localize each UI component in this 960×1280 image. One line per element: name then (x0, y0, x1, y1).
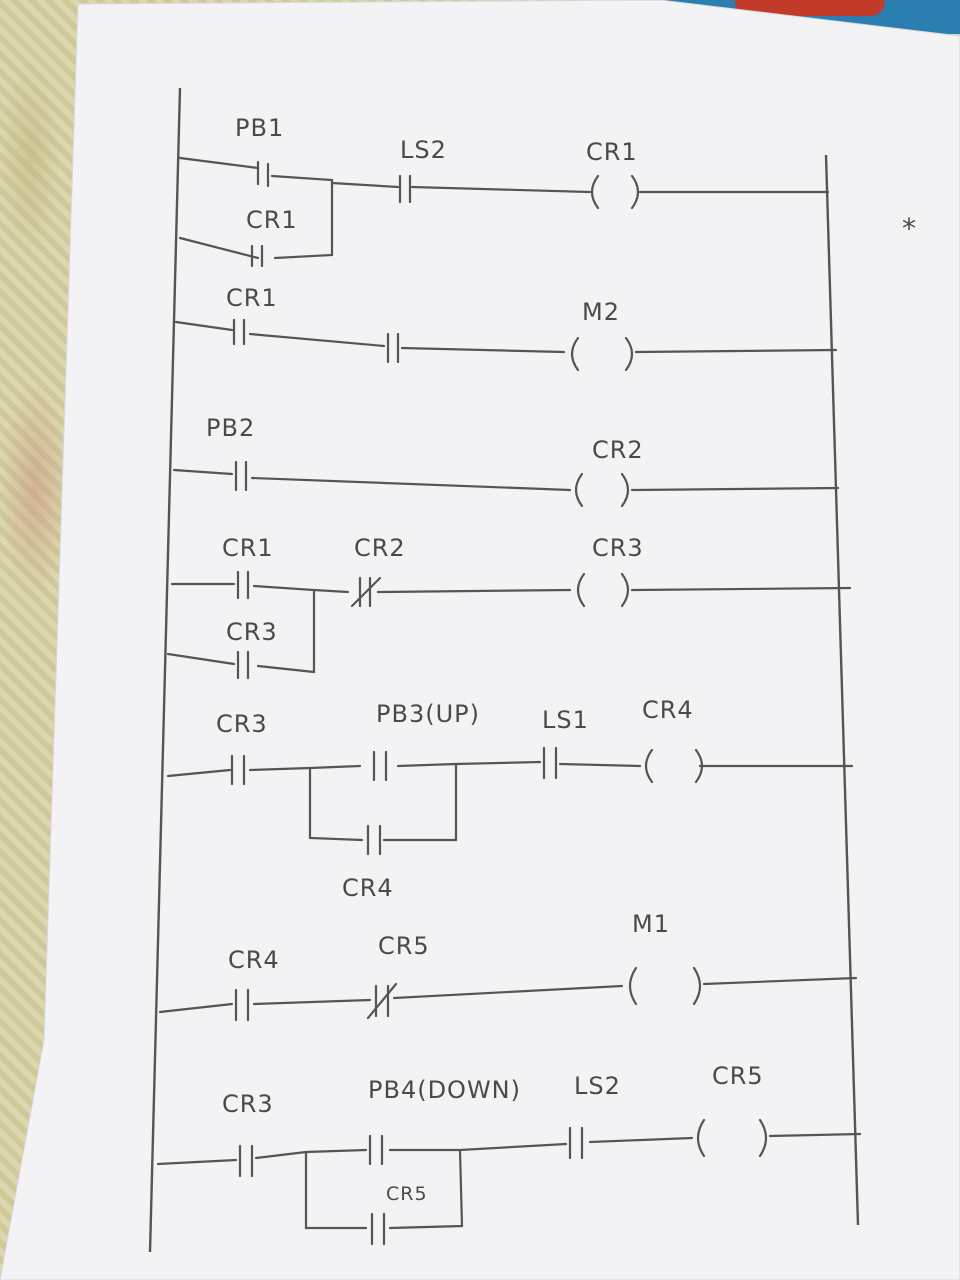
coil-cr5 (696, 1118, 768, 1158)
label-cr3-rung7: CR3 (222, 1090, 274, 1118)
label-coil-cr3: CR3 (592, 534, 644, 562)
label-pb3-up: PB3(UP) (376, 700, 480, 728)
rung-1: PB1 CR1 LS2 CR1 (178, 114, 830, 268)
label-cr5-nc: CR5 (378, 932, 430, 960)
label-ls2-rung7: LS2 (574, 1072, 621, 1100)
contact-no-cr1-seal (250, 244, 264, 268)
contact-no-cr1-rung4 (236, 570, 250, 600)
rung-6: CR4 CR5 M1 (158, 910, 858, 1022)
label-ls1: LS1 (542, 706, 589, 734)
contact-no-cr4 (234, 988, 250, 1022)
rung-5: CR3 PB3(UP) CR4 LS1 CR4 (166, 696, 854, 902)
rung-3: PB2 CR2 (172, 414, 840, 508)
contact-no-cr5-seal (370, 1212, 386, 1246)
contact-no-cr1 (232, 318, 246, 346)
coil-cr1 (590, 174, 640, 210)
label-pb4-down: PB4(DOWN) (368, 1076, 521, 1104)
left-power-rail (148, 87, 182, 1253)
label-cr2-nc: CR2 (354, 534, 406, 562)
label-coil-cr4: CR4 (642, 696, 694, 724)
contact-no-pb1 (256, 160, 270, 188)
label-cr1-seal: CR1 (246, 206, 298, 234)
label-cr4-rung6: CR4 (228, 946, 280, 974)
right-power-rail (824, 154, 860, 1226)
contact-no-pb4-down (368, 1134, 384, 1166)
contact-no-cr3-seal (236, 650, 250, 680)
rung-2: CR1 M2 (174, 284, 838, 372)
label-cr5-seal: CR5 (386, 1183, 428, 1205)
label-pb2: PB2 (206, 414, 255, 442)
label-coil-cr1: CR1 (586, 138, 638, 166)
fabric-stain (0, 60, 60, 260)
rung-7: CR3 PB4(DOWN) CR5 LS2 CR5 (156, 1062, 862, 1246)
label-cr3-rung5: CR3 (216, 710, 268, 738)
label-coil-cr5: CR5 (712, 1062, 764, 1090)
coil-cr4 (644, 748, 704, 784)
contact-no-pb2 (234, 460, 248, 492)
contact-no-cr3-rung7 (238, 1144, 254, 1178)
label-cr4-seal: CR4 (342, 874, 394, 902)
label-ls2: LS2 (400, 136, 447, 164)
contact-no-ls1 (542, 746, 558, 780)
contact-no-ls2 (398, 174, 412, 204)
contact-nc-cr2 (350, 576, 382, 608)
contact-no-ls2-rung7 (568, 1126, 584, 1160)
coil-cr2 (574, 472, 630, 508)
contact-no-pb3-up (372, 750, 388, 782)
book-brand-logo (735, 0, 885, 16)
label-coil-m1: M1 (632, 910, 670, 938)
label-coil-cr2: CR2 (592, 436, 644, 464)
label-cr1-rung4: CR1 (222, 534, 274, 562)
label-coil-m2: M2 (582, 298, 620, 326)
contact-no-cr3-rung5 (230, 754, 246, 786)
fabric-stain (0, 380, 70, 600)
label-pb1: PB1 (235, 114, 284, 142)
contact-no-unlabeled (386, 332, 400, 364)
rung-4: CR1 CR3 CR2 CR3 (166, 534, 852, 680)
contact-no-cr4-seal (366, 824, 382, 856)
coil-m2 (570, 336, 634, 372)
margin-marker: * (902, 212, 917, 245)
coil-cr3 (576, 572, 630, 608)
label-cr1-rung2: CR1 (226, 284, 278, 312)
coil-m1 (628, 966, 702, 1006)
label-cr3-seal: CR3 (226, 618, 278, 646)
contact-nc-cr5 (366, 982, 398, 1020)
